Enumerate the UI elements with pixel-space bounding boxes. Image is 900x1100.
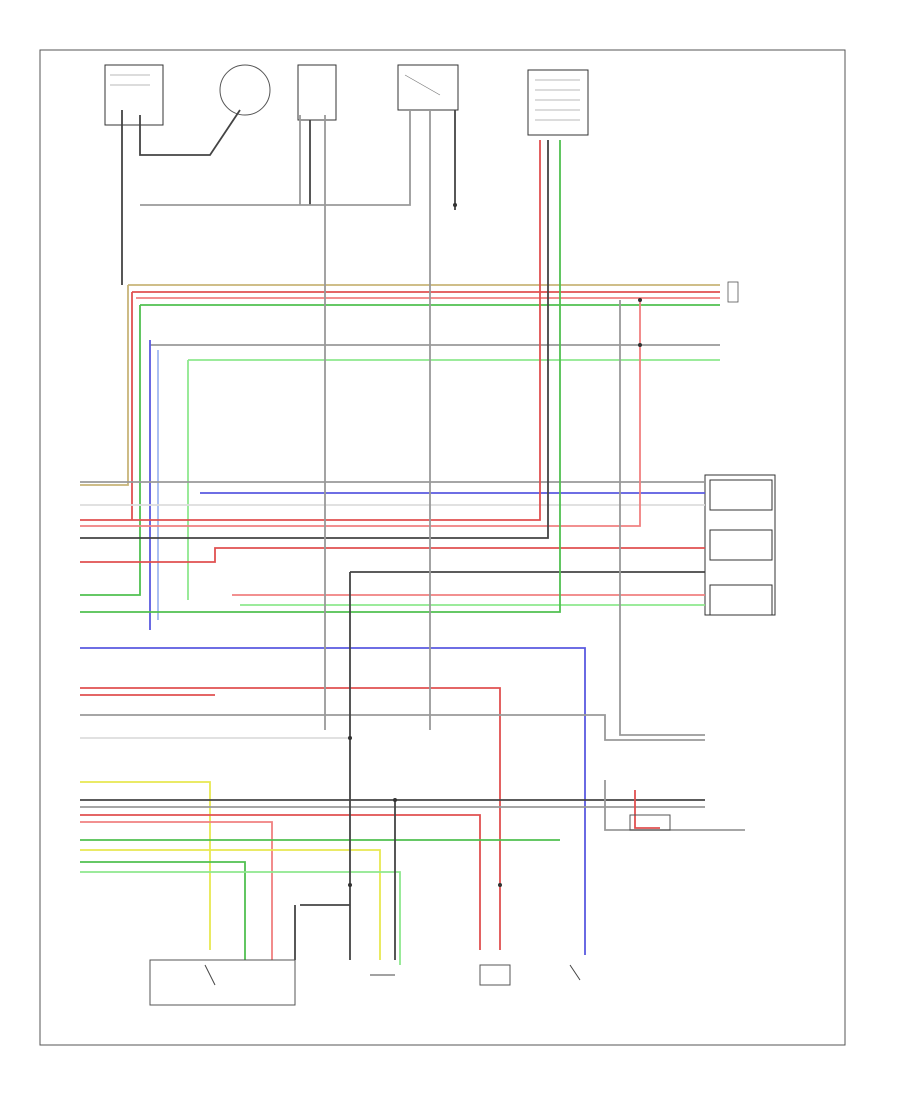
wire-green <box>80 140 561 613</box>
right-components <box>704 281 776 616</box>
component-box <box>709 479 773 511</box>
splice-dot <box>348 736 352 740</box>
component-box <box>297 64 337 121</box>
wire-gray <box>619 300 705 736</box>
wire-red <box>80 140 541 521</box>
wire-blue <box>80 647 586 955</box>
wire-black <box>139 109 241 156</box>
splice-points <box>348 203 642 887</box>
splice-dot <box>498 883 502 887</box>
component-box <box>104 64 164 126</box>
component-box <box>727 281 739 303</box>
wire-green <box>80 305 141 596</box>
top-components <box>104 64 589 136</box>
wire-red <box>634 790 660 829</box>
wire-green <box>80 861 246 960</box>
component-box <box>527 69 589 136</box>
component-box <box>629 814 671 831</box>
wire-group <box>80 109 745 965</box>
wire-red <box>80 687 501 950</box>
wire-gray <box>140 110 411 206</box>
component-icon <box>219 64 271 116</box>
wire-tan <box>80 285 129 486</box>
wire-pink <box>80 300 641 527</box>
wire-red <box>80 547 705 563</box>
component-box <box>479 964 511 986</box>
wire-pink <box>80 821 273 960</box>
wire-gray <box>80 714 705 741</box>
splice-dot <box>638 343 642 347</box>
splice-dot <box>348 883 352 887</box>
switch-contact <box>204 964 216 986</box>
wire-yellow <box>80 849 381 960</box>
wire-yellow <box>80 781 211 950</box>
splice-dot <box>638 298 642 302</box>
wire-lightgreen <box>80 871 401 965</box>
diagram-frame <box>39 49 846 1046</box>
component-box <box>397 64 459 111</box>
splice-dot <box>453 203 457 207</box>
component-box <box>709 584 773 616</box>
wire-black <box>80 140 549 539</box>
splice-dot <box>393 798 397 802</box>
wire-gray <box>604 780 745 831</box>
wire-red <box>80 814 481 950</box>
component-box <box>709 529 773 561</box>
component-box <box>149 959 296 1006</box>
bottom-components <box>149 814 671 1006</box>
switch-contact <box>569 964 581 981</box>
